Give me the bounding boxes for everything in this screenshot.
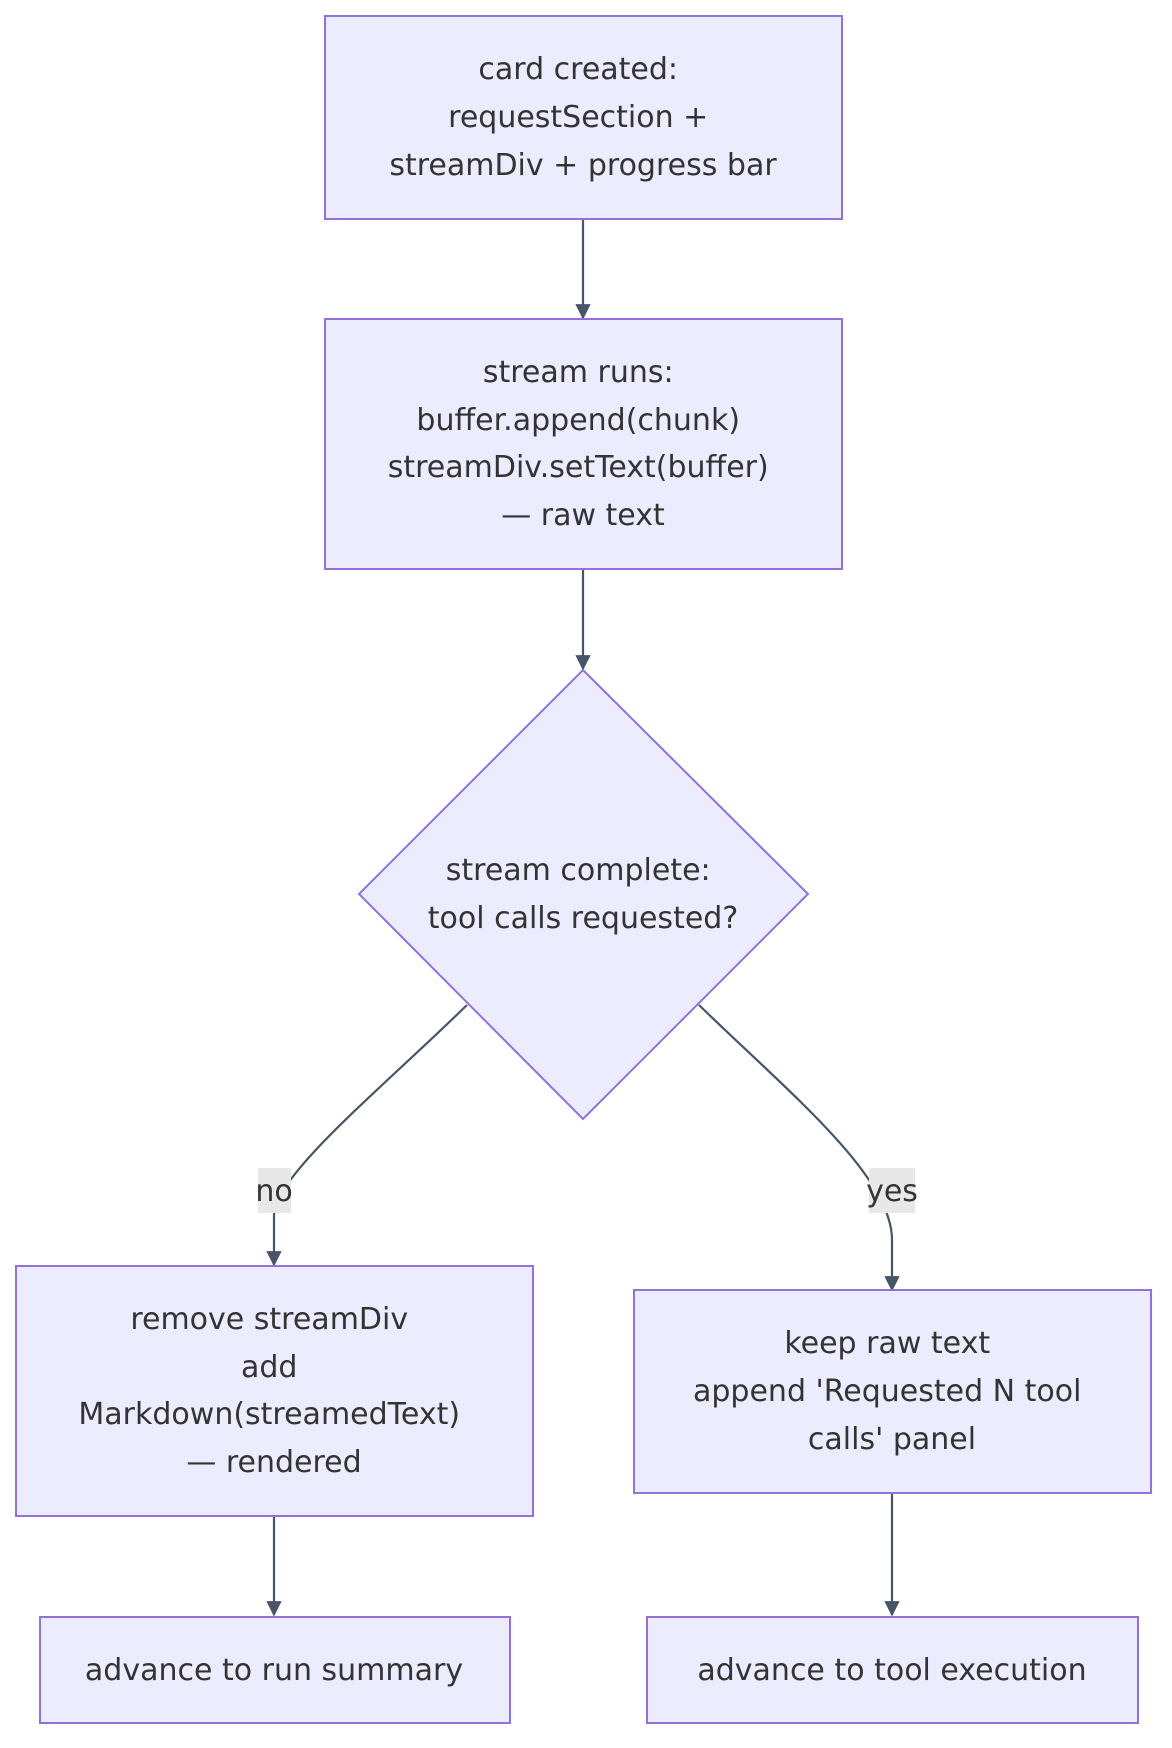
- edge-decision-yes: [698, 1004, 900, 1292]
- node-card-created-text: card created: requestSection + streamDiv…: [389, 52, 777, 183]
- node-run-summary-text: advance to run summary: [85, 1653, 463, 1688]
- node-decision: stream complete: tool calls requested?: [357, 668, 810, 1121]
- node-decision-text: stream complete: tool calls requested?: [428, 853, 739, 936]
- edge-decision-no: [266, 1004, 468, 1267]
- node-remove-streamdiv: remove streamDiv add Markdown(streamedTe…: [15, 1265, 534, 1517]
- node-run-summary: advance to run summary: [39, 1616, 511, 1724]
- node-keep-raw-text-text: keep raw text append 'Requested N tool c…: [693, 1326, 1091, 1457]
- node-remove-streamdiv-text: remove streamDiv add Markdown(streamedTe…: [78, 1302, 469, 1480]
- node-tool-execution-text: advance to tool execution: [697, 1653, 1086, 1688]
- node-card-created: card created: requestSection + streamDiv…: [324, 15, 843, 220]
- edge-label-no: no: [255, 1168, 293, 1213]
- node-stream-runs: stream runs: buffer.append(chunk) stream…: [324, 318, 843, 570]
- edge-label-yes-text: yes: [866, 1174, 918, 1209]
- edge-label-yes: yes: [866, 1168, 918, 1213]
- edge-label-no-text: no: [255, 1174, 292, 1209]
- node-stream-runs-text: stream runs: buffer.append(chunk) stream…: [388, 355, 779, 533]
- node-tool-execution: advance to tool execution: [646, 1616, 1139, 1724]
- node-keep-raw-text: keep raw text append 'Requested N tool c…: [633, 1289, 1152, 1494]
